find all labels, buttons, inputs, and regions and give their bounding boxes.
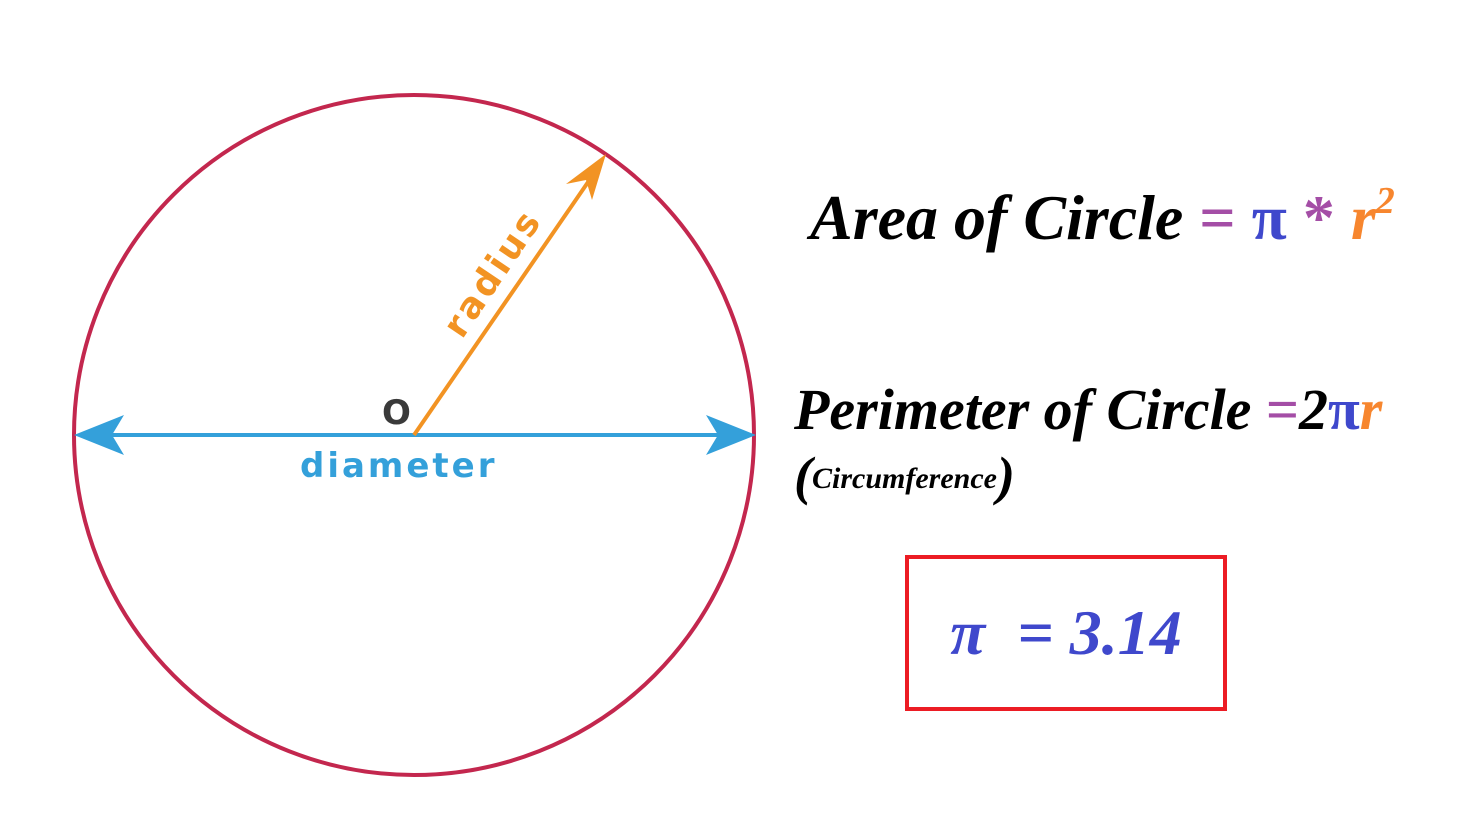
circumference-label: Circumference	[811, 462, 997, 495]
pi-value-box: π = 3.14	[905, 555, 1227, 711]
multiply-sign: *	[1302, 182, 1335, 253]
circumference-note: (Circumference)	[794, 446, 1015, 509]
equals-sign: =	[1265, 377, 1299, 442]
radius-arrow	[412, 154, 606, 437]
close-paren: )	[996, 446, 1015, 506]
radius-variable: r	[1359, 377, 1383, 442]
exponent: 2	[1375, 180, 1395, 222]
area-label: Area of Circle	[810, 182, 1184, 253]
arrowhead-radius-icon	[566, 154, 606, 200]
perimeter-label: Perimeter of Circle	[794, 377, 1252, 442]
open-paren: (	[794, 446, 812, 506]
center-label: O	[382, 393, 411, 433]
diameter-label: diameter	[300, 446, 498, 486]
pi-symbol: π	[1328, 377, 1360, 442]
area-formula: Area of Circle = π * r2	[810, 178, 1395, 258]
pi-value: π = 3.14	[950, 597, 1182, 668]
radius-variable: r	[1350, 182, 1376, 253]
coefficient: 2	[1299, 377, 1328, 442]
pi-symbol: π	[1251, 182, 1287, 253]
equals-sign: =	[1199, 182, 1236, 253]
perimeter-formula: Perimeter of Circle =2πr	[794, 372, 1382, 448]
arrowhead-right-icon	[706, 415, 756, 455]
arrowhead-left-icon	[74, 415, 124, 455]
